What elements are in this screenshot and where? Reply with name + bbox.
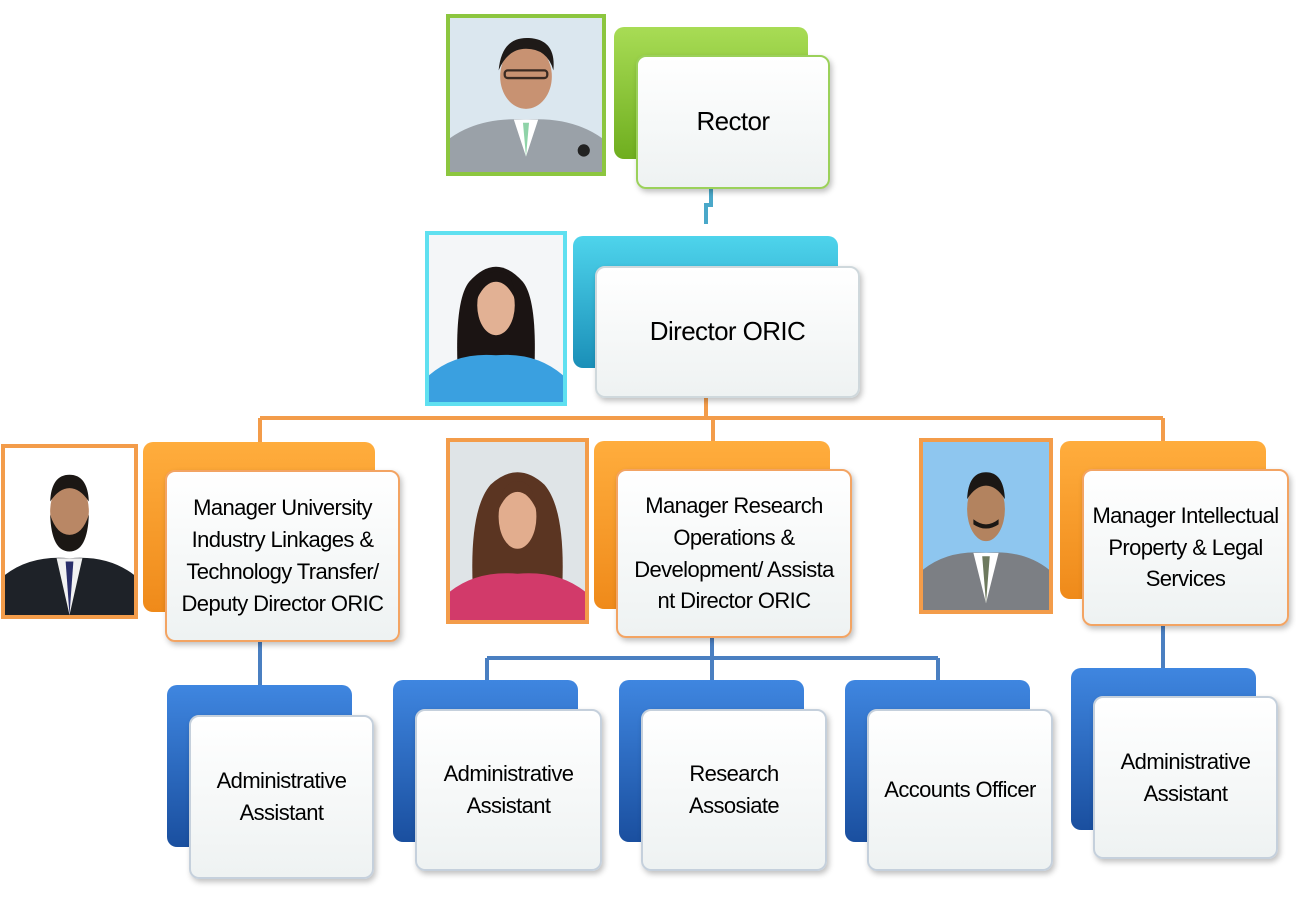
manager-linkages-label: Manager University Industry Linkages & T… [165,470,400,642]
accounts-officer-box: Accounts Officer [845,680,1053,871]
rector-photo [446,14,606,176]
manager-research-photo [446,438,589,624]
rector-label: Rector [636,55,830,189]
director-label: Director ORIC [595,266,860,398]
admin-assistant-linkages-label: Administrative Assistant [189,715,374,879]
manager-linkages-box: Manager University Industry Linkages & T… [143,442,400,642]
director-photo [425,231,567,406]
accounts-officer-label: Accounts Officer [867,709,1053,871]
research-associate-label: Research Assosiate [641,709,827,871]
connector-rector-director [704,188,713,224]
manager-ip-box: Manager Intellectual Property & Legal Se… [1060,441,1289,626]
admin-assistant-research-box: Administrative Assistant [393,680,602,871]
admin-assistant-linkages-box: Administrative Assistant [167,685,374,879]
manager-ip-photo [919,438,1053,614]
manager-research-box: Manager Research Operations & Developmen… [594,441,852,638]
admin-assistant-research-label: Administrative Assistant [415,709,602,871]
manager-linkages-photo [1,444,138,619]
connector-director-managers [258,396,1165,444]
rector-box: Rector [614,27,830,189]
admin-assistant-ip-box: Administrative Assistant [1071,668,1278,862]
research-associate-box: Research Assosiate [619,680,827,871]
manager-research-label: Manager Research Operations & Developmen… [616,469,852,638]
director-box: Director ORIC [573,236,860,398]
admin-assistant-ip-label: Administrative Assistant [1093,696,1278,859]
manager-ip-label: Manager Intellectual Property & Legal Se… [1082,469,1289,626]
connector-research-staff [485,636,940,682]
